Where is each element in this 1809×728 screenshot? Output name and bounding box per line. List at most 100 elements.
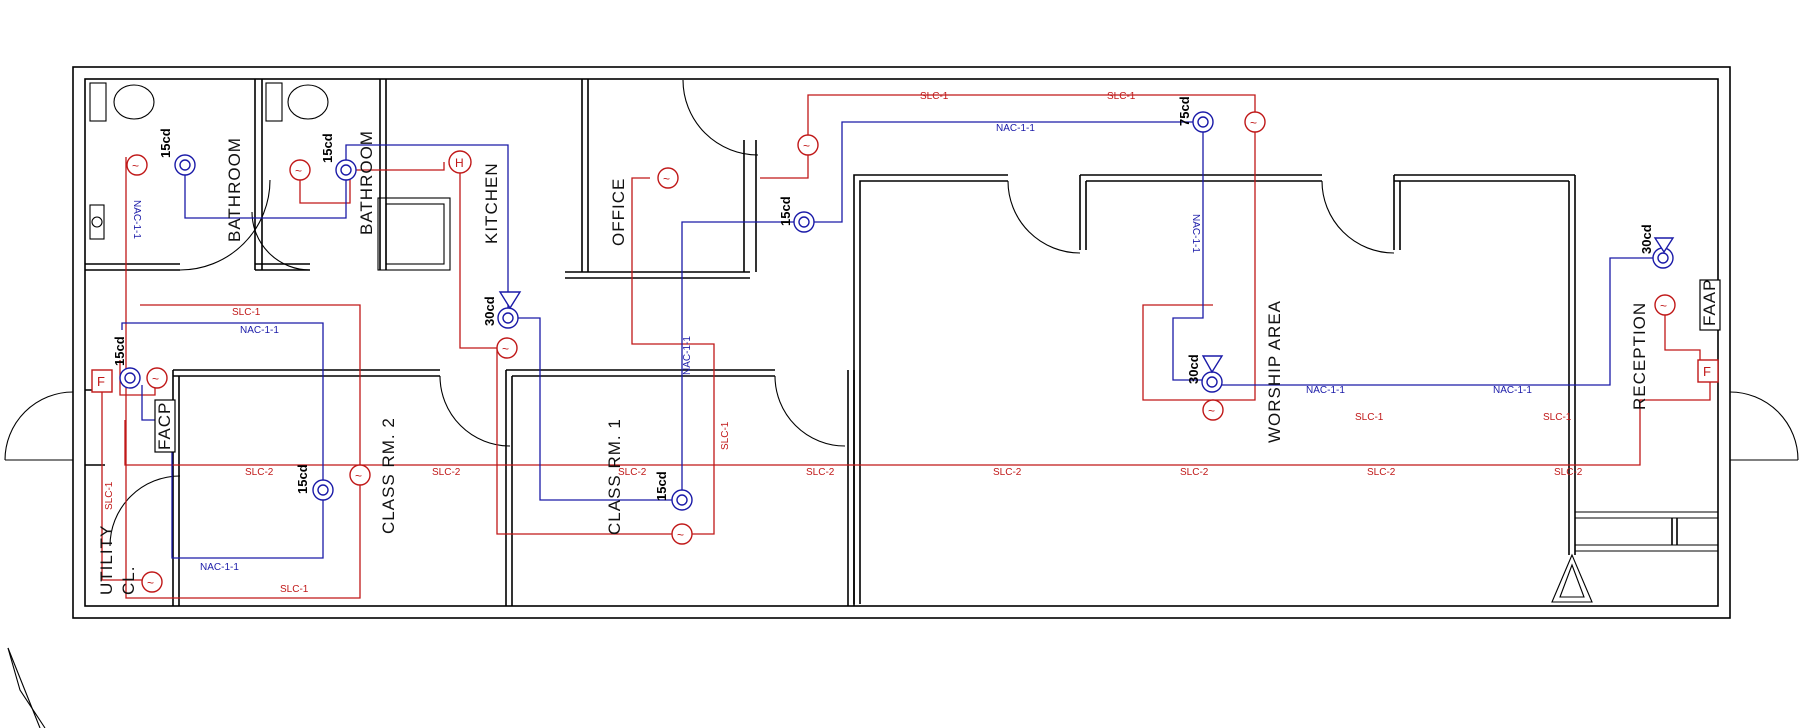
strobe-rating: 15cd [295, 464, 310, 494]
exterior-walls [72, 66, 1731, 619]
wire-label-slc2: SLC-2 [245, 467, 274, 478]
wire-label-slc2: SLC-2 [1180, 467, 1209, 478]
wire-label-nac11: NAC-1-1 [200, 562, 239, 573]
strobe-rating: 15cd [112, 336, 127, 366]
strobe-rating: 30cd [482, 296, 497, 326]
horn-strobe-icon [1201, 355, 1224, 393]
smoke-detector-icon: ~ [1244, 111, 1266, 133]
wire-label-nac11: NAC-1-1 [1306, 385, 1345, 396]
horn-strobe-icon [174, 154, 196, 176]
pull-station-label: F [97, 374, 105, 389]
strobe-rating: 30cd [1186, 354, 1201, 384]
wire-label-slc1: SLC-1 [280, 584, 309, 595]
wire-label-slc2: SLC-2 [1554, 467, 1583, 478]
smoke-detector-icon: ~ [496, 337, 518, 359]
wire-label-nac11: NAC-1-1 [240, 325, 279, 336]
wire-label-slc1: SLC-1 [232, 307, 261, 318]
smoke-detector-icon: ~ [1202, 399, 1224, 421]
wire-label-slc1: SLC-1 [920, 91, 949, 102]
smoke-detector-icon: ~ [657, 167, 679, 189]
wire-labels: SLC-1 NAC-1-1 NAC-1-1 SLC-1 SLC-2 SLC-2 … [104, 91, 1583, 595]
wire-label-slc1-vertical: SLC-1 [720, 421, 731, 450]
horn-strobe-icon [671, 489, 693, 511]
smoke-detector-icon: ~ [289, 159, 311, 181]
horn-strobe-icon [497, 291, 522, 329]
smoke-detector-icon: ~ [141, 571, 163, 593]
room-label-class-rm-2: CLASS RM. 2 [379, 417, 398, 534]
room-label-closet: CL. [119, 566, 138, 595]
horn-strobe-icon [312, 479, 334, 501]
strobe-rating: 15cd [320, 133, 335, 163]
door-swings [4, 79, 1799, 728]
strobe-rating: 15cd [778, 196, 793, 226]
room-label-kitchen: KITCHEN [482, 162, 501, 244]
svg-text:~: ~ [663, 172, 670, 186]
facp-panel: FACP [154, 399, 176, 453]
room-label-class-rm-1: CLASS RM. 1 [605, 418, 624, 535]
svg-text:~: ~ [803, 139, 810, 153]
horn-strobes [119, 111, 1675, 511]
smoke-detectors: ~ ~ ~ ~ ~ ~ ~ ~ ~ ~ ~ ~ [126, 111, 1676, 593]
wire-label-slc1: SLC-1 [1543, 412, 1572, 423]
wire-label-slc2: SLC-2 [432, 467, 461, 478]
slc-circuits [101, 94, 1711, 599]
pull-station-icon: F [1697, 359, 1719, 383]
svg-text:~: ~ [502, 342, 509, 356]
horn-strobe-icon [119, 367, 141, 389]
horn-strobe-icon [1652, 237, 1675, 269]
horn-strobe-icon [335, 159, 357, 181]
smoke-detector-icon: ~ [126, 154, 148, 176]
smoke-detector-icon: ~ [671, 523, 693, 545]
smoke-detector-icon: ~ [349, 464, 371, 486]
svg-text:~: ~ [132, 159, 139, 173]
room-label-utility: UTILITY [97, 525, 116, 595]
horn-strobe-icon [793, 211, 815, 233]
wire-label-slc2: SLC-2 [1367, 467, 1396, 478]
wire-label-nac1-vertical: NAC-1-1 [1190, 214, 1201, 253]
strobe-rating: 15cd [654, 471, 669, 501]
room-label-office: OFFICE [609, 178, 628, 246]
pull-station-label: F [1703, 364, 1711, 379]
wire-label-slc1-vertical: SLC-1 [104, 481, 115, 510]
wire-label-nac11: NAC-1-1 [1493, 385, 1532, 396]
wire-label-slc2: SLC-2 [618, 467, 647, 478]
wire-label-nac11-vertical: NAC-1-1 [131, 200, 142, 239]
horn-strobe-icon [1192, 111, 1214, 133]
svg-text:~: ~ [295, 164, 302, 178]
smoke-detector-icon: ~ [1654, 294, 1676, 316]
candela-labels: 15cd 15cd 30cd 15cd 75cd 30cd 15cd 15cd … [112, 96, 1654, 501]
faap-label: FAAP [1700, 279, 1719, 326]
strobe-rating: 15cd [158, 128, 173, 158]
panels: F F FACP FAAP [91, 279, 1721, 453]
nac-circuits [121, 121, 1663, 559]
svg-text:~: ~ [1660, 299, 1667, 313]
svg-text:~: ~ [1208, 404, 1215, 418]
wire-label-nac11: NAC-1-1 [996, 123, 1035, 134]
wire-label-slc1: SLC-1 [1355, 412, 1384, 423]
svg-text:~: ~ [1250, 116, 1257, 130]
room-label-reception: RECEPTION [1630, 302, 1649, 410]
heat-detector-icon: H [448, 150, 472, 174]
svg-text:~: ~ [147, 576, 154, 590]
facp-label: FACP [155, 402, 174, 450]
wire-label-nac11-vertical: NAC-1-1 [682, 336, 693, 375]
room-label-worship-area: WORSHIP AREA [1265, 300, 1284, 443]
smoke-detector-icon: ~ [797, 134, 819, 156]
pull-station-icon: F [91, 369, 113, 393]
svg-text:~: ~ [677, 528, 684, 542]
wire-label-slc2: SLC-2 [806, 467, 835, 478]
wire-label-slc2: SLC-2 [993, 467, 1022, 478]
plumbing-fixtures [89, 82, 329, 240]
room-label-bathroom: BATHROOM [225, 137, 244, 242]
smoke-detector-icon: ~ [146, 367, 168, 389]
svg-text:~: ~ [152, 372, 159, 386]
heat-detector-label: H [455, 156, 464, 170]
room-label-bathroom: BATHROOM [357, 130, 376, 235]
interior-walls [85, 79, 1718, 606]
svg-text:~: ~ [355, 469, 362, 483]
strobe-rating: 75cd [1177, 96, 1192, 126]
wire-label-slc1: SLC-1 [1107, 91, 1136, 102]
room-labels: BATHROOM BATHROOM KITCHEN OFFICE CLASS R… [97, 130, 1649, 595]
strobe-rating: 30cd [1639, 224, 1654, 254]
